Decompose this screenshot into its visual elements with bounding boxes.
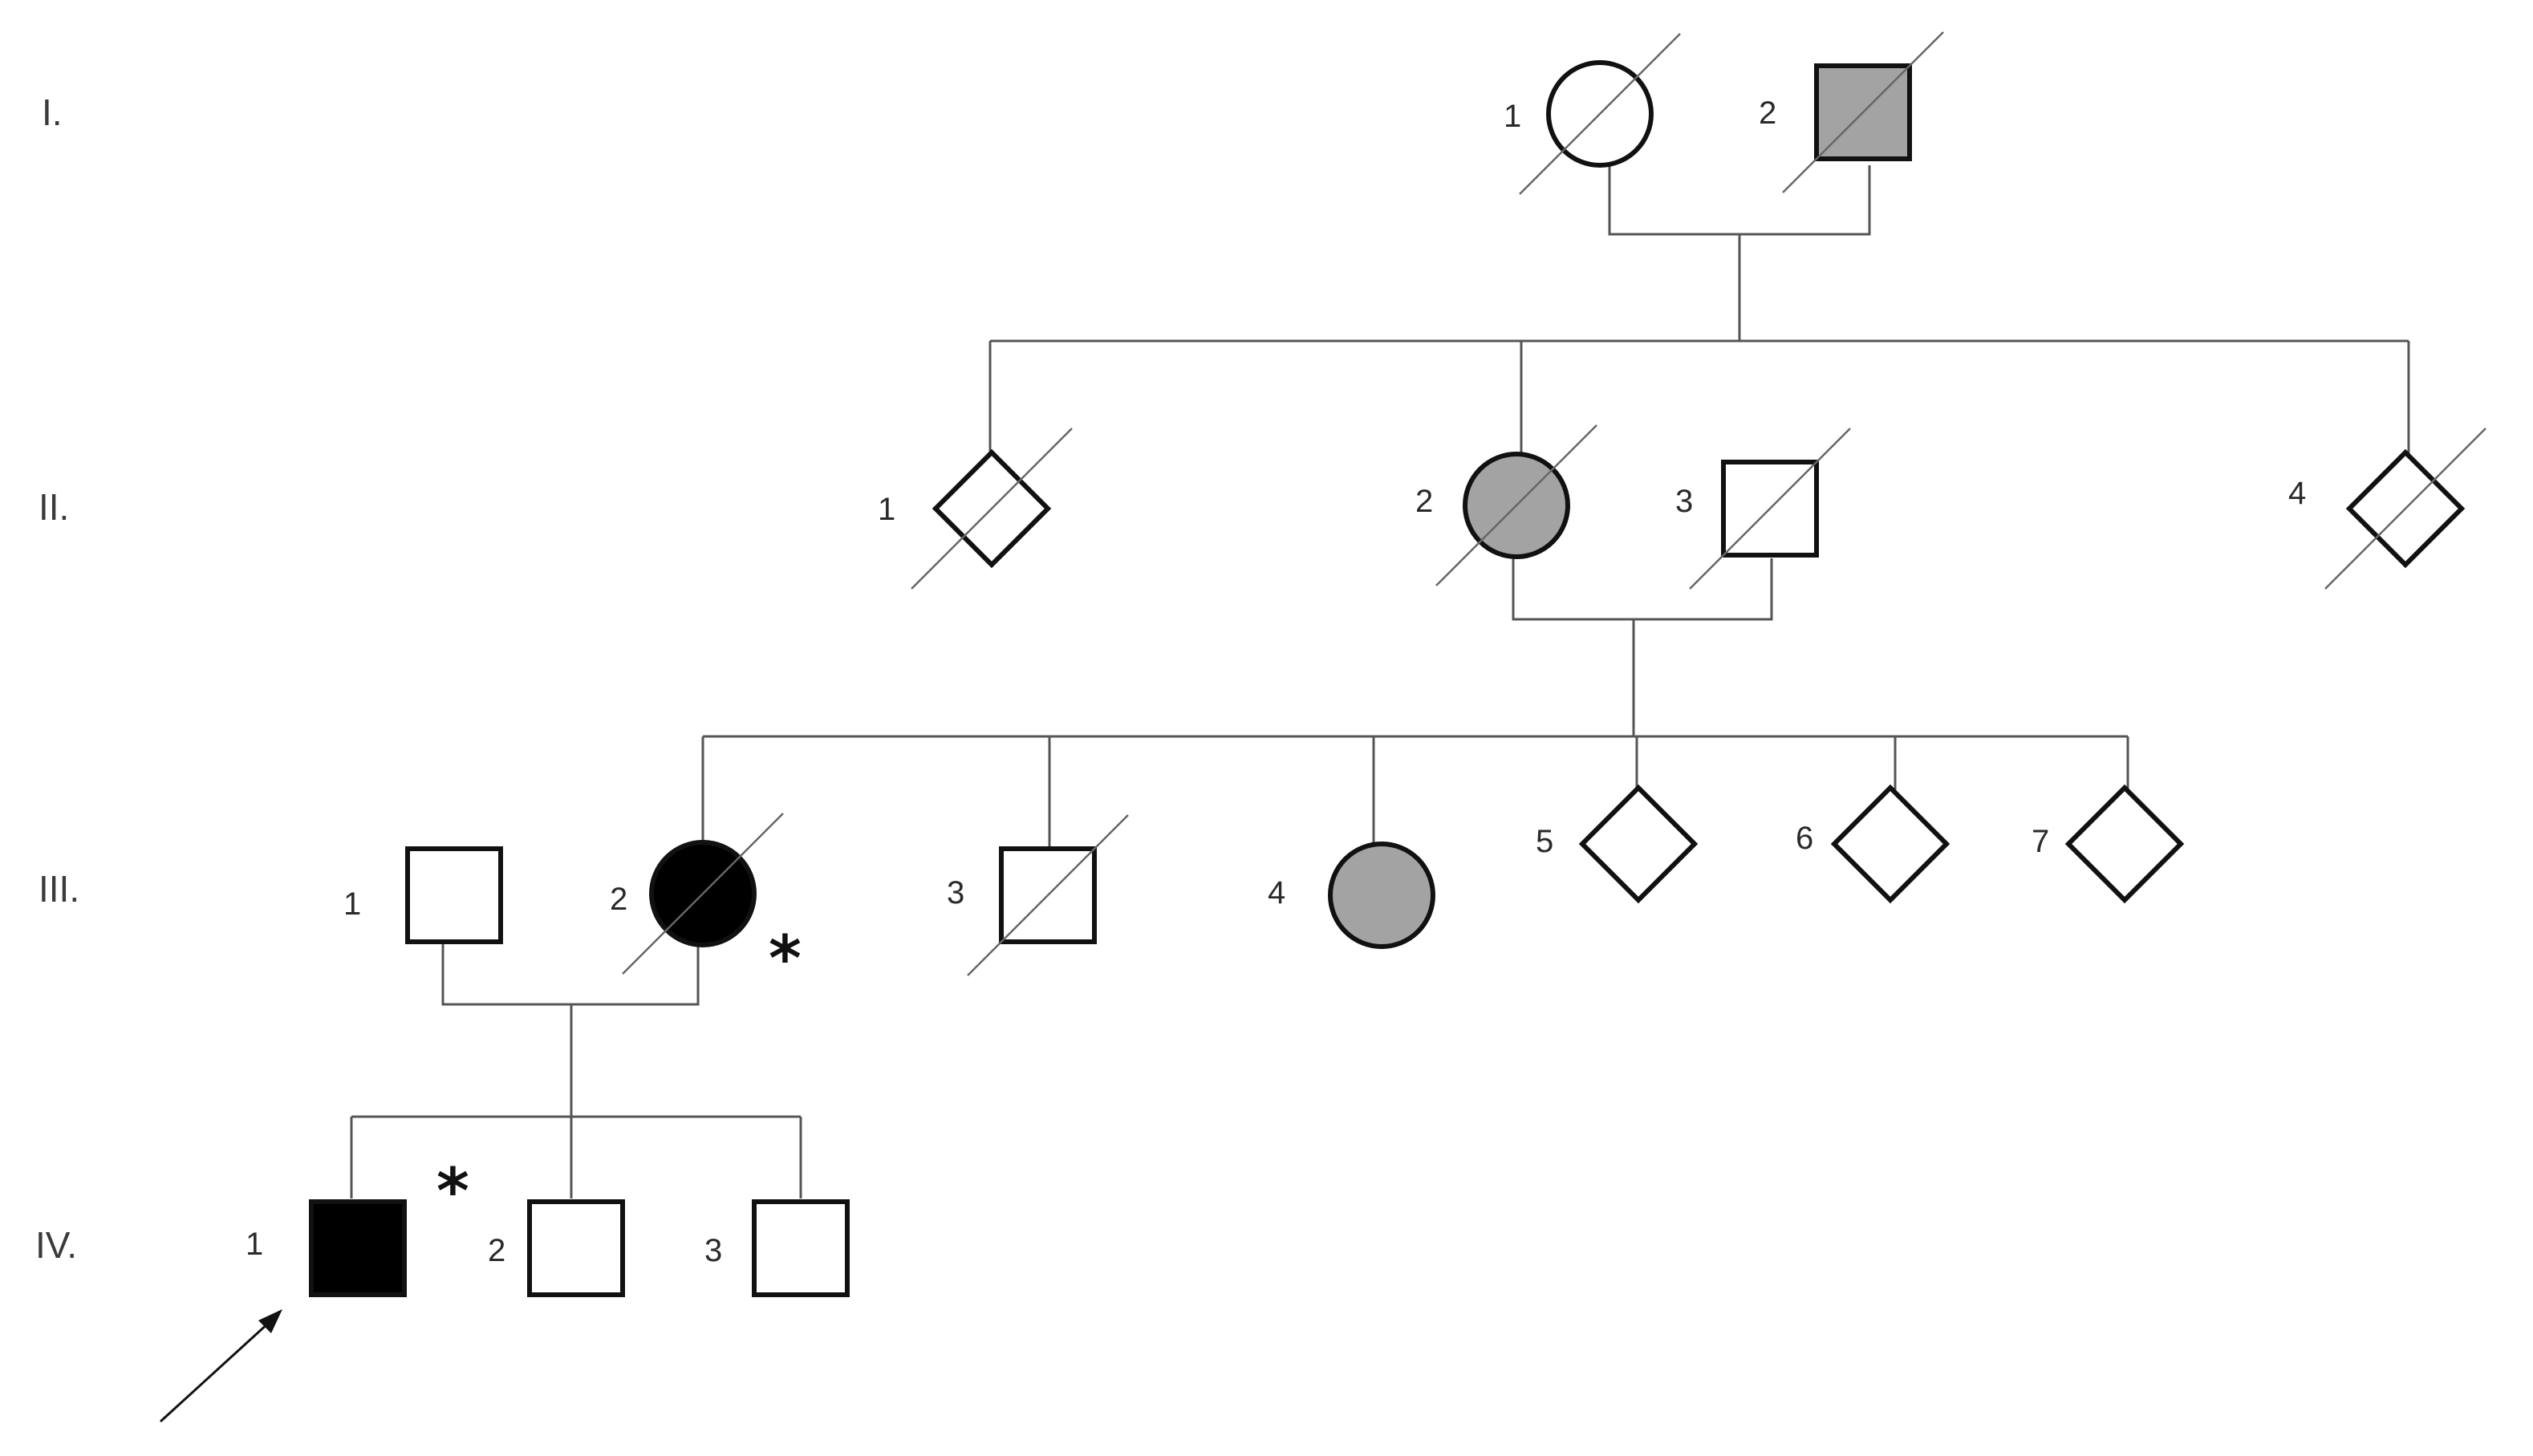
- deceased-slash: [1519, 33, 1681, 195]
- individual-iii-3: 3: [947, 814, 1129, 976]
- deceased-slash: [622, 813, 784, 975]
- female-circle-symbol: [1328, 842, 1435, 949]
- individual-ii-4: 4: [2288, 428, 2486, 590]
- male-square-symbol: [752, 1199, 850, 1297]
- asterisk-marker: *: [436, 1156, 469, 1228]
- connection-lines: [350, 165, 2410, 1198]
- individual-ii-2: 2: [1415, 424, 1597, 586]
- individual-iii-7: 7: [2032, 784, 2185, 904]
- male-square-symbol: [527, 1199, 625, 1297]
- individual-number-label: 5: [1536, 824, 1553, 859]
- individual-number-label: 2: [1759, 95, 1776, 131]
- individual-number-label: 1: [878, 492, 895, 527]
- generation-label-iii: III.: [39, 868, 79, 910]
- individual-iii-2: 2*: [610, 813, 802, 996]
- individual-number-label: 4: [1268, 875, 1285, 911]
- marriage-line-ii: [1512, 558, 1773, 621]
- individual-iii-5: 5: [1536, 784, 1699, 904]
- male-square-symbol: [405, 846, 503, 944]
- deceased-slash: [967, 814, 1129, 976]
- individual-number-label: 1: [1504, 99, 1521, 134]
- deceased-slash: [1435, 424, 1597, 586]
- individual-number-label: 3: [1675, 484, 1693, 519]
- generation-label-iv: IV.: [35, 1224, 77, 1266]
- individual-number-label: 1: [246, 1227, 263, 1262]
- deceased-slash: [1689, 428, 1851, 590]
- unknown-sex-diamond-symbol: [1830, 784, 1950, 904]
- marriage-line-iii: [441, 940, 700, 1006]
- unknown-sex-diamond-symbol: [1578, 784, 1699, 904]
- individual-number-label: 7: [2032, 824, 2049, 859]
- individual-ii-3: 3: [1675, 428, 1851, 590]
- individual-number-label: 2: [610, 882, 627, 917]
- individual-ii-1: 1: [878, 428, 1073, 590]
- deceased-slash: [2324, 428, 2486, 590]
- individual-i-2: 2: [1759, 31, 1944, 193]
- individual-iv-2: 2: [488, 1199, 625, 1297]
- individual-iii-6: 6: [1796, 784, 1950, 904]
- marriage-line-i: [1608, 165, 1871, 236]
- individual-number-label: 2: [1415, 484, 1433, 519]
- male-square-symbol: [309, 1199, 407, 1297]
- individual-i-1: 1: [1504, 33, 1681, 195]
- individual-number-label: 2: [488, 1233, 505, 1268]
- individual-iv-3: 3: [704, 1199, 850, 1297]
- individual-number-label: 3: [704, 1233, 722, 1268]
- individual-number-label: 3: [947, 875, 964, 911]
- unknown-sex-diamond-symbol: [2064, 784, 2185, 904]
- generation-label-i: I.: [42, 91, 63, 133]
- individual-number-label: 1: [343, 886, 361, 922]
- individual-iii-1: 1: [343, 846, 503, 944]
- deceased-slash: [911, 428, 1073, 590]
- generation-label-ii: II.: [39, 486, 69, 528]
- individual-number-label: 4: [2288, 476, 2306, 511]
- individual-iii-4: 4: [1268, 842, 1435, 949]
- individual-number-label: 6: [1796, 821, 1813, 856]
- asterisk-marker: *: [769, 923, 802, 996]
- individual-iv-1: 1*: [246, 1156, 469, 1297]
- deceased-slash: [1782, 31, 1944, 193]
- proband-arrow: [159, 1309, 282, 1423]
